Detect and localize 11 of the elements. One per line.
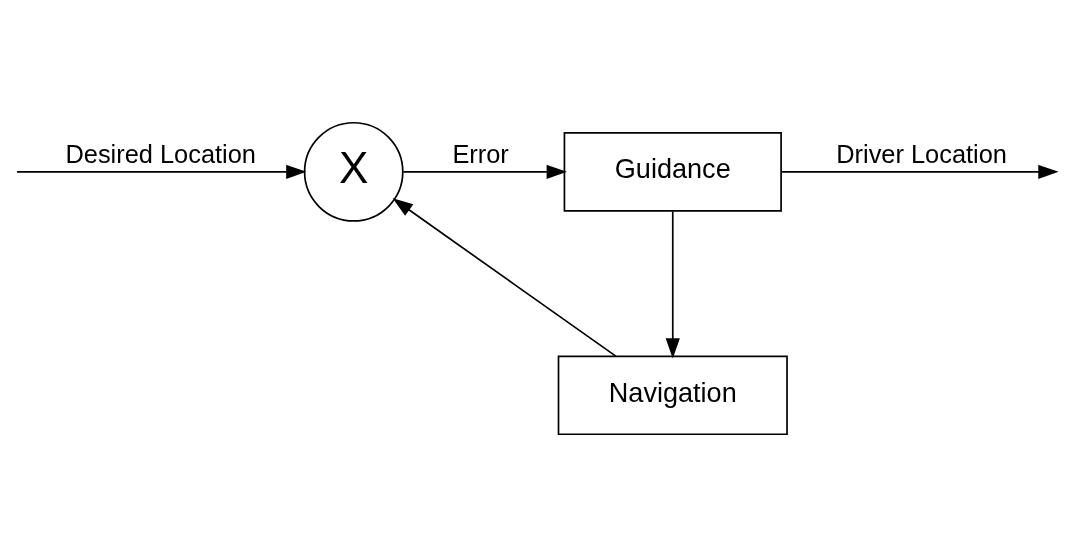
edge-label: Driver Location — [836, 140, 1007, 169]
arrow — [665, 210, 680, 359]
arrow — [780, 164, 1059, 179]
node-box: Guidance — [563, 132, 782, 212]
arrow — [16, 164, 307, 179]
arrow — [392, 198, 617, 358]
edge-label: Error — [452, 140, 509, 169]
node-box: Navigation — [557, 355, 788, 436]
node-circle: X — [303, 121, 404, 222]
arrow — [402, 164, 567, 179]
edge-label: Desired Location — [65, 140, 256, 169]
